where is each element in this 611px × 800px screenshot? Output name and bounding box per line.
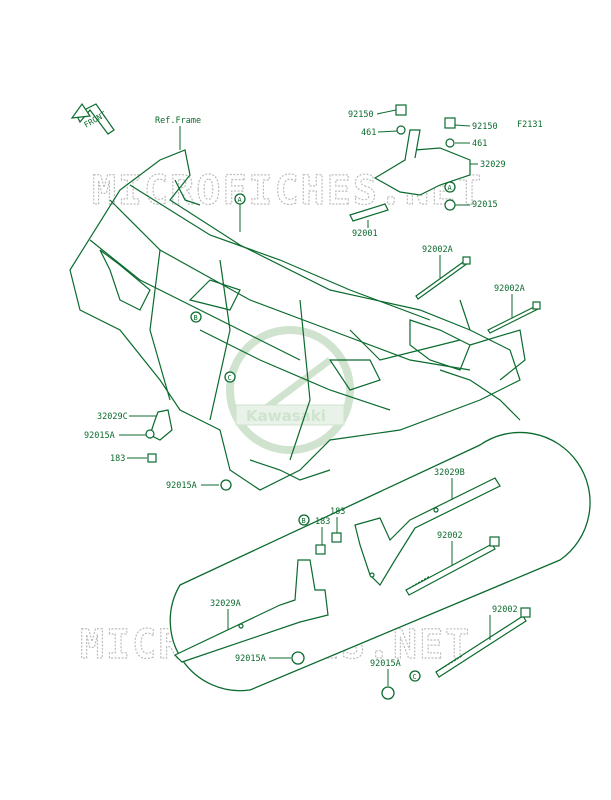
callout-a-frame: A [234,193,246,232]
label-32029b: 32029B [434,468,465,478]
nut-92015a-right [381,686,395,700]
figure-code: F2131 [517,120,543,130]
bracket-32029a [173,559,329,663]
bolt-92002a-top [415,256,471,300]
bracket-32029c [145,409,173,463]
kawasaki-logo: Kawasaki [226,326,354,454]
svg-text:C: C [413,673,417,681]
svg-text:B: B [194,314,198,322]
label-92002a-right: 92002A [494,284,525,294]
label-92002-low: 92002 [492,605,518,615]
label-92150-right: 92150 [472,122,498,132]
callout-c-detail: C [409,670,421,682]
bolt-92002-low [435,607,531,678]
bolt-92002a-right [487,301,541,334]
label-92001: 92001 [352,229,378,239]
label-461-right: 461 [472,139,487,149]
nut-92015a-frame [220,479,232,491]
callout-c-frame: C [224,371,236,383]
bolt-183-a [315,544,326,555]
ref-frame-label: Ref.Frame [155,116,201,126]
svg-text:C: C [228,374,232,382]
bracket-32029b [354,477,501,586]
callout-a-top: A [444,181,456,193]
label-92015a-right: 92015A [370,659,401,669]
label-183-left: 183 [110,454,125,464]
label-32029: 32029 [480,160,506,170]
svg-text:B: B [302,517,306,525]
bolt-183-b [331,532,342,543]
callout-b-detail: B [298,514,310,526]
label-183-b: 183 [330,507,345,517]
label-92015: 92015 [472,200,498,210]
label-92015a-left: 92015A [84,431,115,441]
label-92015a-bottom: 92015A [235,654,266,664]
label-461-left: 461 [361,128,376,138]
front-arrow-icon: FRONT [70,102,115,135]
label-92015a-frame: 92015A [166,481,197,491]
label-183-a: 183 [315,517,330,527]
bolt-92002-mid [405,536,500,596]
callout-b-frame: B [190,311,202,323]
bracket-32029-assembly [349,104,471,222]
label-92150-left: 92150 [348,110,374,120]
label-32029a: 32029A [210,599,241,609]
svg-text:A: A [448,184,453,192]
label-32029c: 32029C [97,412,128,422]
nut-92015a-bottom [291,651,305,665]
logo-text: Kawasaki [246,407,326,425]
svg-text:A: A [238,196,243,204]
frame-drawing [69,149,526,491]
label-92002a-top: 92002A [422,245,453,255]
label-92002-mid: 92002 [437,531,463,541]
